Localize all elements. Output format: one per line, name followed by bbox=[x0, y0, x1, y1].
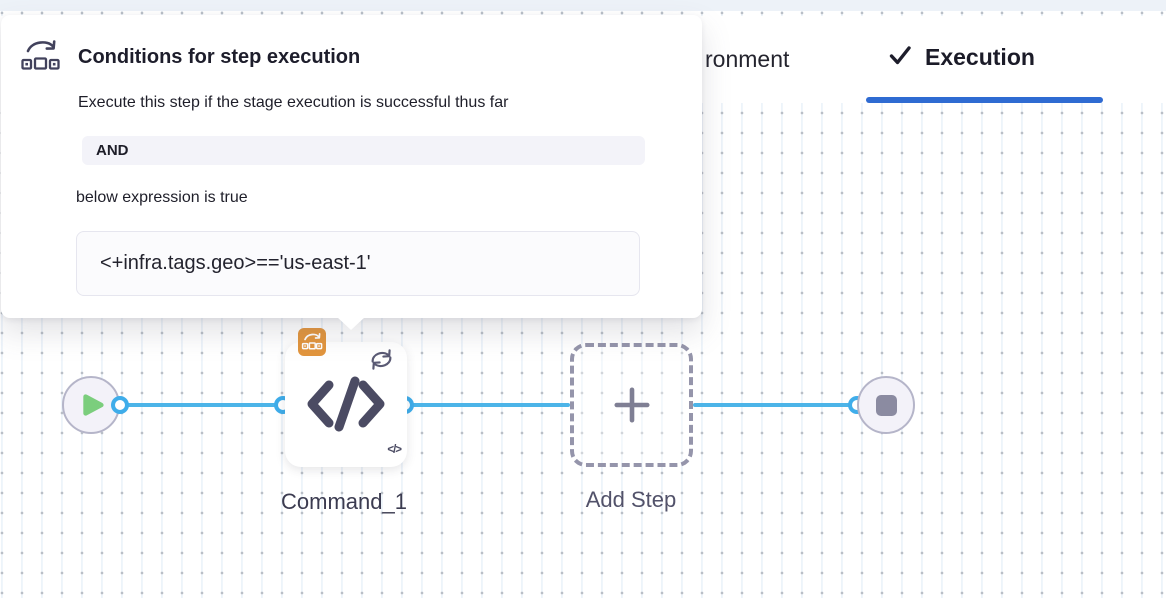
plus-icon bbox=[611, 384, 653, 426]
command-code-icon bbox=[304, 372, 388, 441]
expression-text: <+infra.tags.geo>=='us-east-1' bbox=[100, 252, 371, 274]
step-label: Command_1 bbox=[281, 489, 407, 514]
add-step-label: Add Step bbox=[585, 487, 677, 512]
operator-badge-label: AND bbox=[96, 142, 129, 159]
tab-environment-partial[interactable]: ronment bbox=[705, 46, 790, 72]
check-icon bbox=[888, 44, 912, 71]
end-node[interactable] bbox=[857, 376, 915, 434]
tab-execution[interactable]: Execution bbox=[888, 44, 1035, 71]
tab-execution-label: Execution bbox=[925, 44, 1035, 70]
conditions-popover: Conditions for step execution Execute th… bbox=[1, 15, 702, 330]
conditional-execution-badge-icon[interactable] bbox=[298, 328, 326, 356]
looping-strategy-icon[interactable] bbox=[368, 347, 395, 377]
add-step-button[interactable] bbox=[570, 343, 693, 467]
expression-intro: below expression is true bbox=[76, 189, 248, 206]
play-icon bbox=[81, 393, 105, 417]
step-card-command[interactable]: </> bbox=[285, 328, 407, 467]
conditional-execution-icon bbox=[20, 39, 62, 78]
expression-box: <+infra.tags.geo>=='us-east-1' bbox=[76, 231, 640, 296]
stop-icon bbox=[875, 394, 897, 416]
top-strip bbox=[0, 0, 1166, 11]
popover-description: Execute this step if the stage execution… bbox=[78, 94, 509, 111]
popover-caret bbox=[337, 317, 365, 330]
connector-line bbox=[693, 403, 858, 407]
start-node[interactable] bbox=[62, 376, 120, 434]
step-type-mini-icon: </> bbox=[387, 444, 402, 456]
active-tab-indicator bbox=[866, 97, 1103, 103]
operator-badge: AND bbox=[82, 136, 645, 165]
popover-title: Conditions for step execution bbox=[78, 46, 361, 68]
node-port[interactable] bbox=[111, 396, 129, 414]
